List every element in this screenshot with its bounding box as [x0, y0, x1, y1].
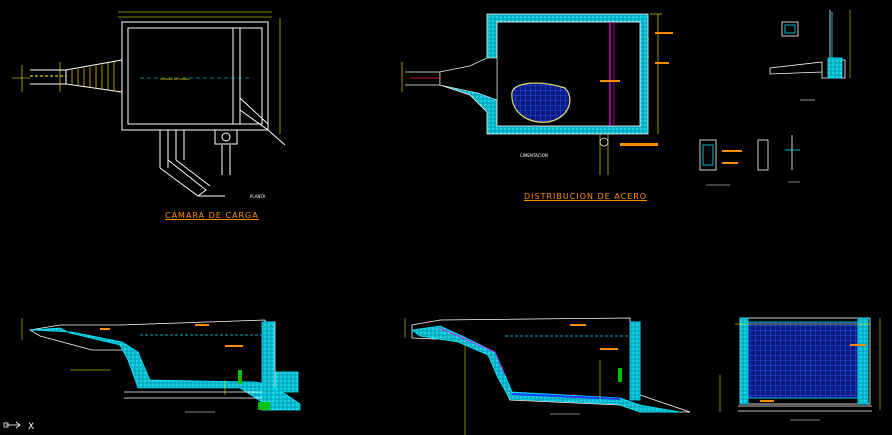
detail-section-small	[699, 10, 851, 186]
foundation-mesh	[511, 82, 571, 123]
section-corte-2	[404, 317, 691, 435]
title-camara-de-carga: CAMARA DE CARGA	[165, 211, 259, 220]
detail-anchors	[699, 135, 800, 186]
section-corte-3	[719, 317, 881, 421]
plan-distribucion-de-acero: CIMENTACION	[401, 13, 673, 175]
svg-text:CAMARA DE CARGA: CAMARA DE CARGA	[160, 77, 190, 81]
ucs-x-label: X	[28, 422, 34, 432]
plan-transition	[65, 59, 123, 93]
title-distribucion-de-acero: DISTRIBUCION DE ACERO	[524, 192, 648, 201]
section-corte-1	[21, 318, 301, 413]
svg-text:CIMENTACION: CIMENTACION	[520, 153, 548, 158]
wall-mesh	[747, 321, 859, 399]
ucs-axis-icon	[3, 421, 21, 429]
plan-inner-wall	[127, 27, 263, 125]
svg-text:PLANTA: PLANTA	[250, 194, 266, 199]
plan-camara-de-carga: CAMARA DE CARGA PLANTA	[12, 11, 286, 199]
